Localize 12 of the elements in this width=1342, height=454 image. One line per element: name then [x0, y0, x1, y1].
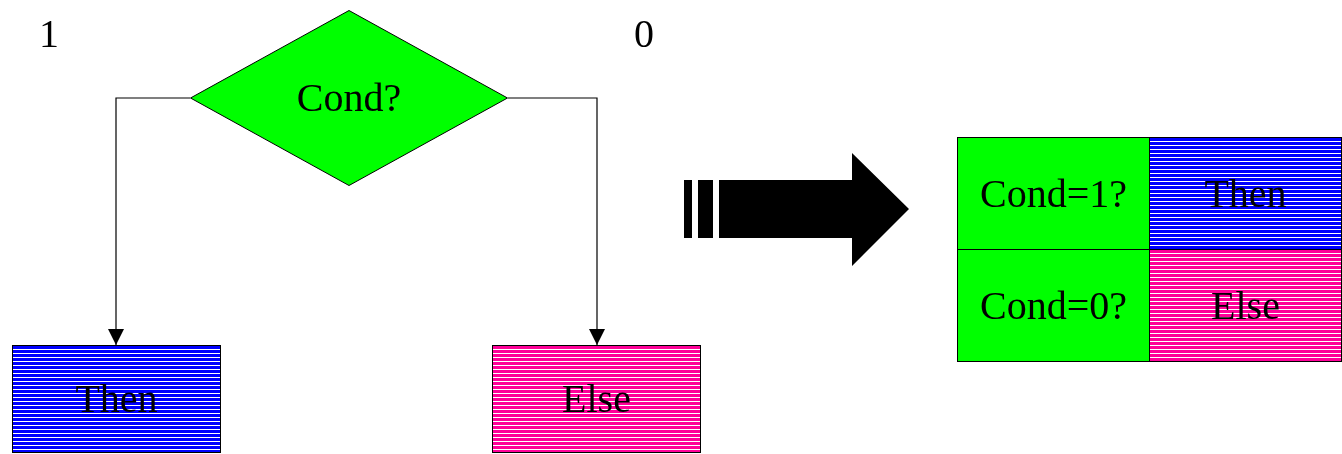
then-box	[12, 345, 221, 453]
arrow	[108, 97, 191, 346]
node-label: Cond=0?	[980, 285, 1127, 326]
else-box	[1149, 249, 1342, 362]
condition-cell	[957, 137, 1150, 250]
edge-label: 1	[39, 14, 59, 54]
node-label: Cond?	[296, 78, 402, 118]
condition-cell	[957, 249, 1150, 362]
arrow	[507, 97, 605, 346]
node-label: Cond=1?	[980, 173, 1127, 214]
else-box	[492, 345, 701, 453]
edge-label: 0	[634, 14, 654, 54]
